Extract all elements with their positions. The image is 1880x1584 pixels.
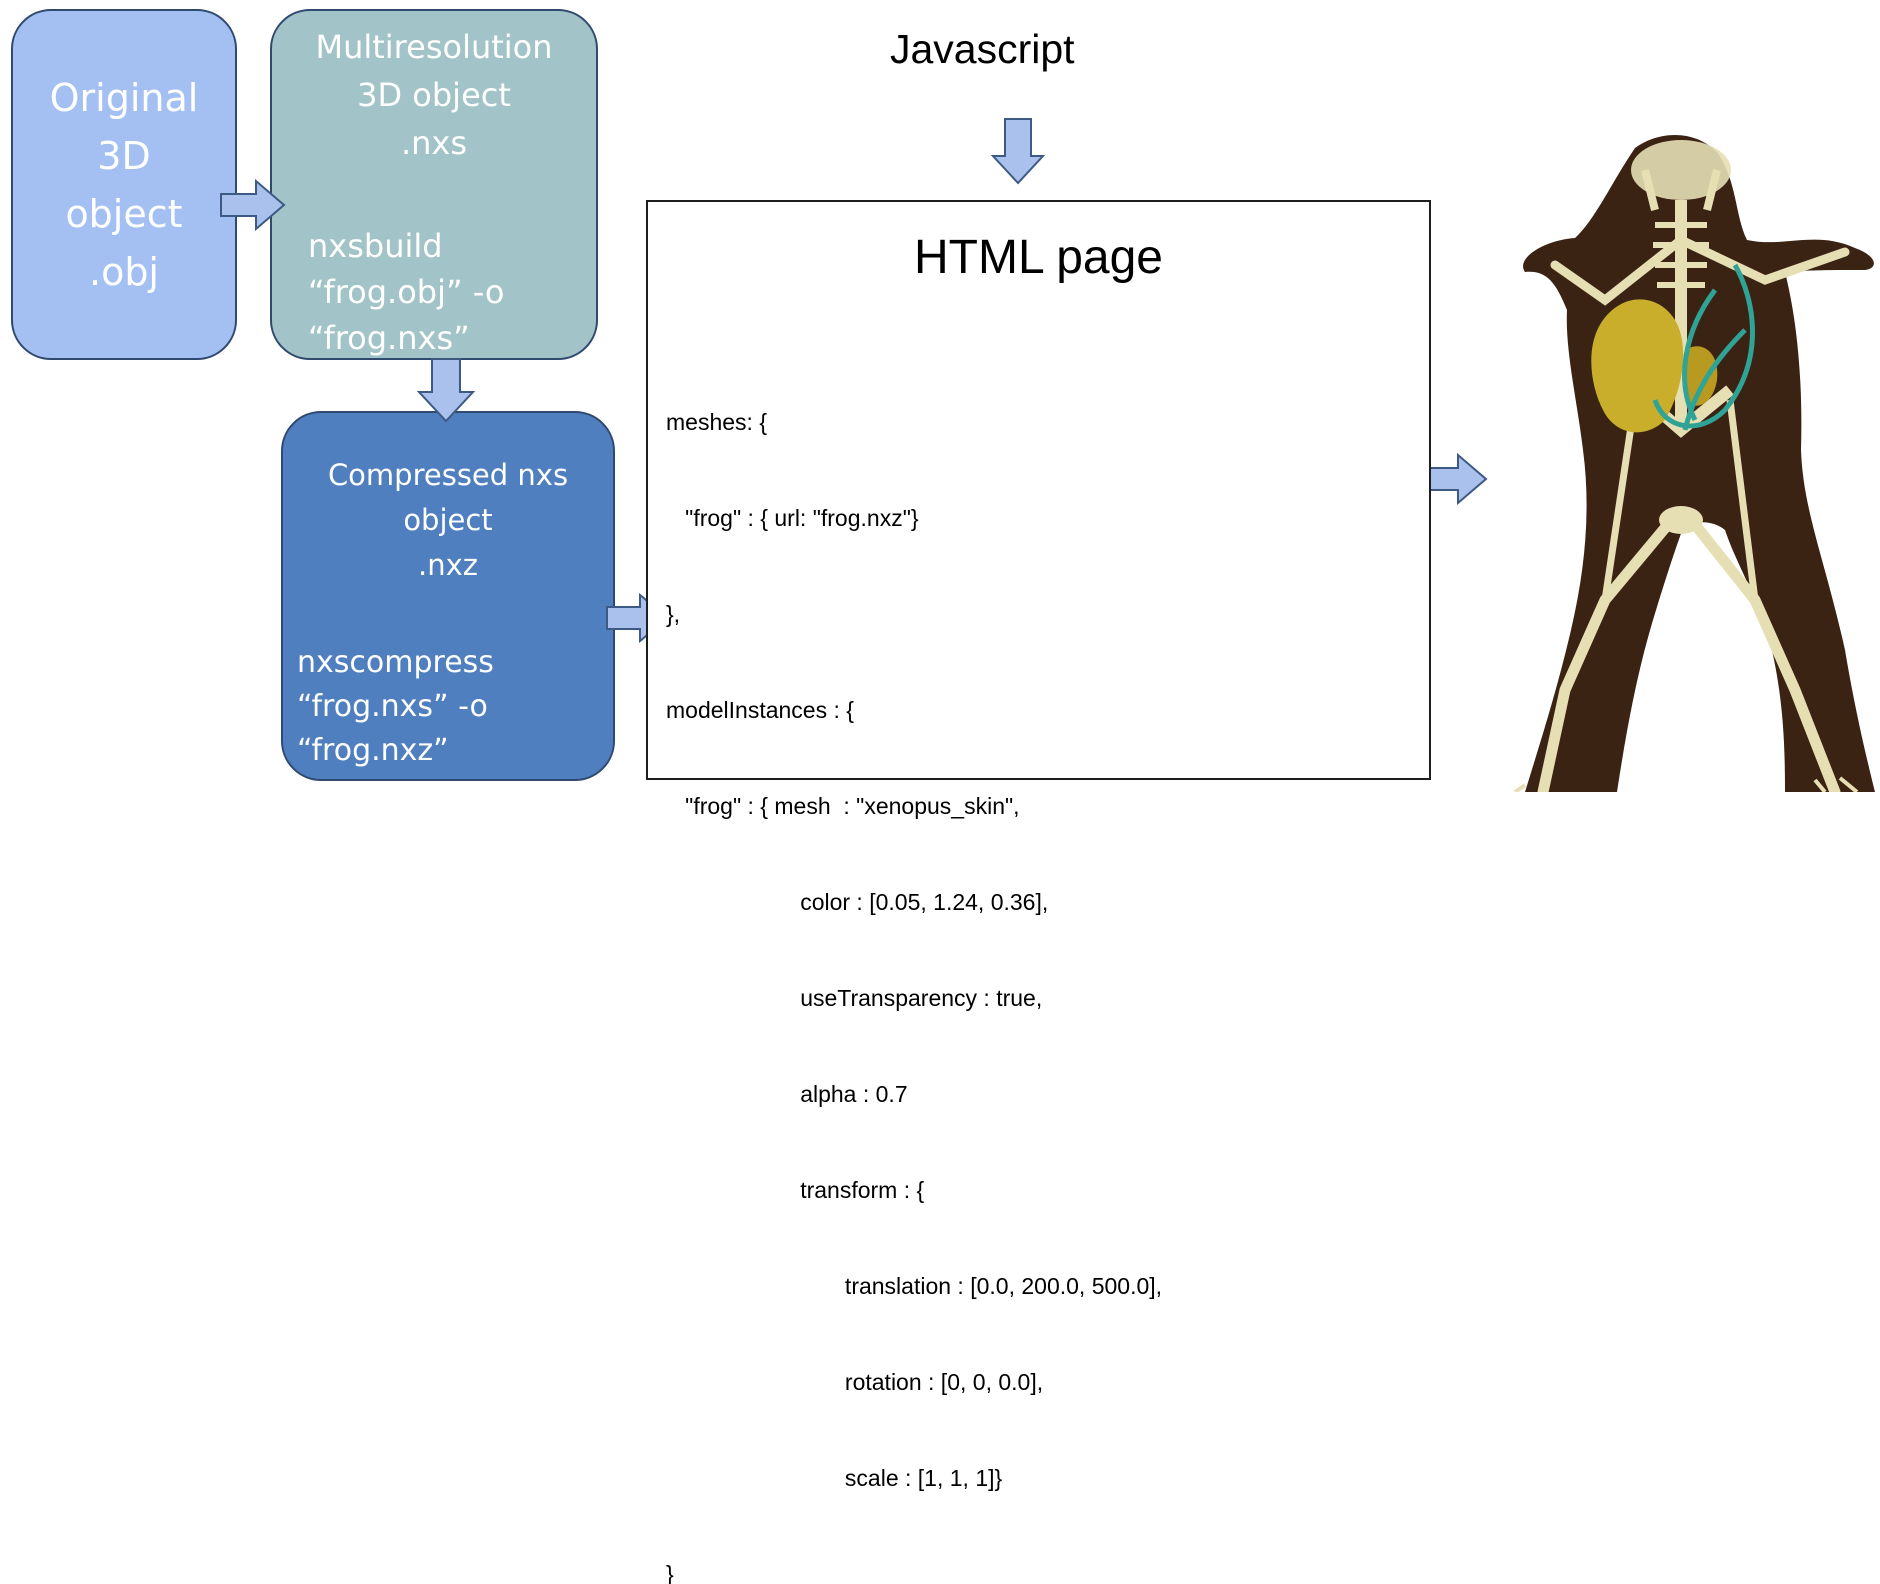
nxsbuild-line-3: “frog.nxs”	[308, 319, 470, 357]
compressed-title-line-3: .nxz	[418, 548, 478, 582]
original-line-2: 3D	[97, 133, 151, 178]
multires-title-line-2: 3D object	[357, 76, 511, 114]
original-line-1: Original	[49, 75, 199, 120]
code-line: rotation : [0, 0, 0.0],	[666, 1369, 1044, 1395]
multires-title-line-3: .nxs	[400, 124, 468, 162]
code-line: "frog" : { url: "frog.nxz"}	[666, 505, 919, 531]
html-code-block: meshes: { "frog" : { url: "frog.nxz"} },…	[666, 342, 1162, 1584]
frog-3d-render-image	[1513, 135, 1875, 792]
html-page-title: HTML page	[914, 231, 1163, 284]
compressed-title-line-2: object	[403, 503, 493, 537]
code-line: transform : {	[666, 1177, 925, 1203]
compressed-object-box: Compressed nxs object .nxz nxscompress “…	[281, 411, 615, 781]
frog-skull-shape	[1631, 140, 1731, 200]
code-line: scale : [1, 1, 1]}	[666, 1465, 1003, 1491]
nxscompress-line-2: “frog.nxs” -o	[297, 689, 488, 724]
frog-organs-shape	[1591, 299, 1684, 433]
frog-vessels-shape	[1652, 263, 1755, 431]
nxsbuild-line-1: nxsbuild	[308, 227, 443, 265]
code-line: alpha : 0.7	[666, 1081, 908, 1107]
code-line: },	[666, 601, 681, 627]
code-line: useTransparency : true,	[666, 985, 1043, 1011]
javascript-label: Javascript	[890, 26, 1075, 72]
nxscompress-line-3: “frog.nxz”	[297, 733, 449, 768]
multiresolution-title: Multiresolution 3D object .nxs	[272, 23, 596, 167]
arrow-javascript-to-html-icon	[990, 118, 1046, 185]
nxscompress-line-1: nxscompress	[297, 645, 494, 680]
multires-title-line-1: Multiresolution	[315, 28, 553, 66]
compressed-title: Compressed nxs object .nxz	[283, 453, 613, 588]
code-line: }	[666, 1561, 674, 1584]
nxsbuild-command: nxsbuild “frog.obj” -o “frog.nxs”	[308, 223, 504, 361]
original-line-3: object	[65, 191, 183, 236]
code-line: "frog" : { mesh : "xenopus_skin",	[666, 793, 1020, 819]
html-page-box: HTML page meshes: { "frog" : { url: "fro…	[646, 200, 1431, 1584]
original-object-box: Original 3D object .obj	[11, 9, 237, 360]
frog-skin-shape	[1523, 135, 1875, 792]
frog-leg-bones-shape	[1537, 516, 1841, 792]
code-line: meshes: {	[666, 409, 767, 435]
arrow-multires-to-compressed-icon	[416, 358, 476, 423]
original-object-label: Original 3D object .obj	[50, 69, 199, 301]
multiresolution-object-box: Multiresolution 3D object .nxs nxsbuild …	[270, 9, 598, 360]
nxscompress-command: nxscompress “frog.nxs” -o “frog.nxz”	[297, 641, 494, 773]
code-line: modelInstances : {	[666, 697, 854, 723]
original-line-4: .obj	[88, 249, 159, 294]
code-line: translation : [0.0, 200.0, 500.0],	[666, 1273, 1163, 1299]
arrow-original-to-multires-icon	[220, 178, 286, 232]
code-line: color : [0.05, 1.24, 0.36],	[666, 889, 1049, 915]
compressed-title-line-1: Compressed nxs	[327, 458, 569, 492]
nxsbuild-line-2: “frog.obj” -o	[308, 273, 505, 311]
